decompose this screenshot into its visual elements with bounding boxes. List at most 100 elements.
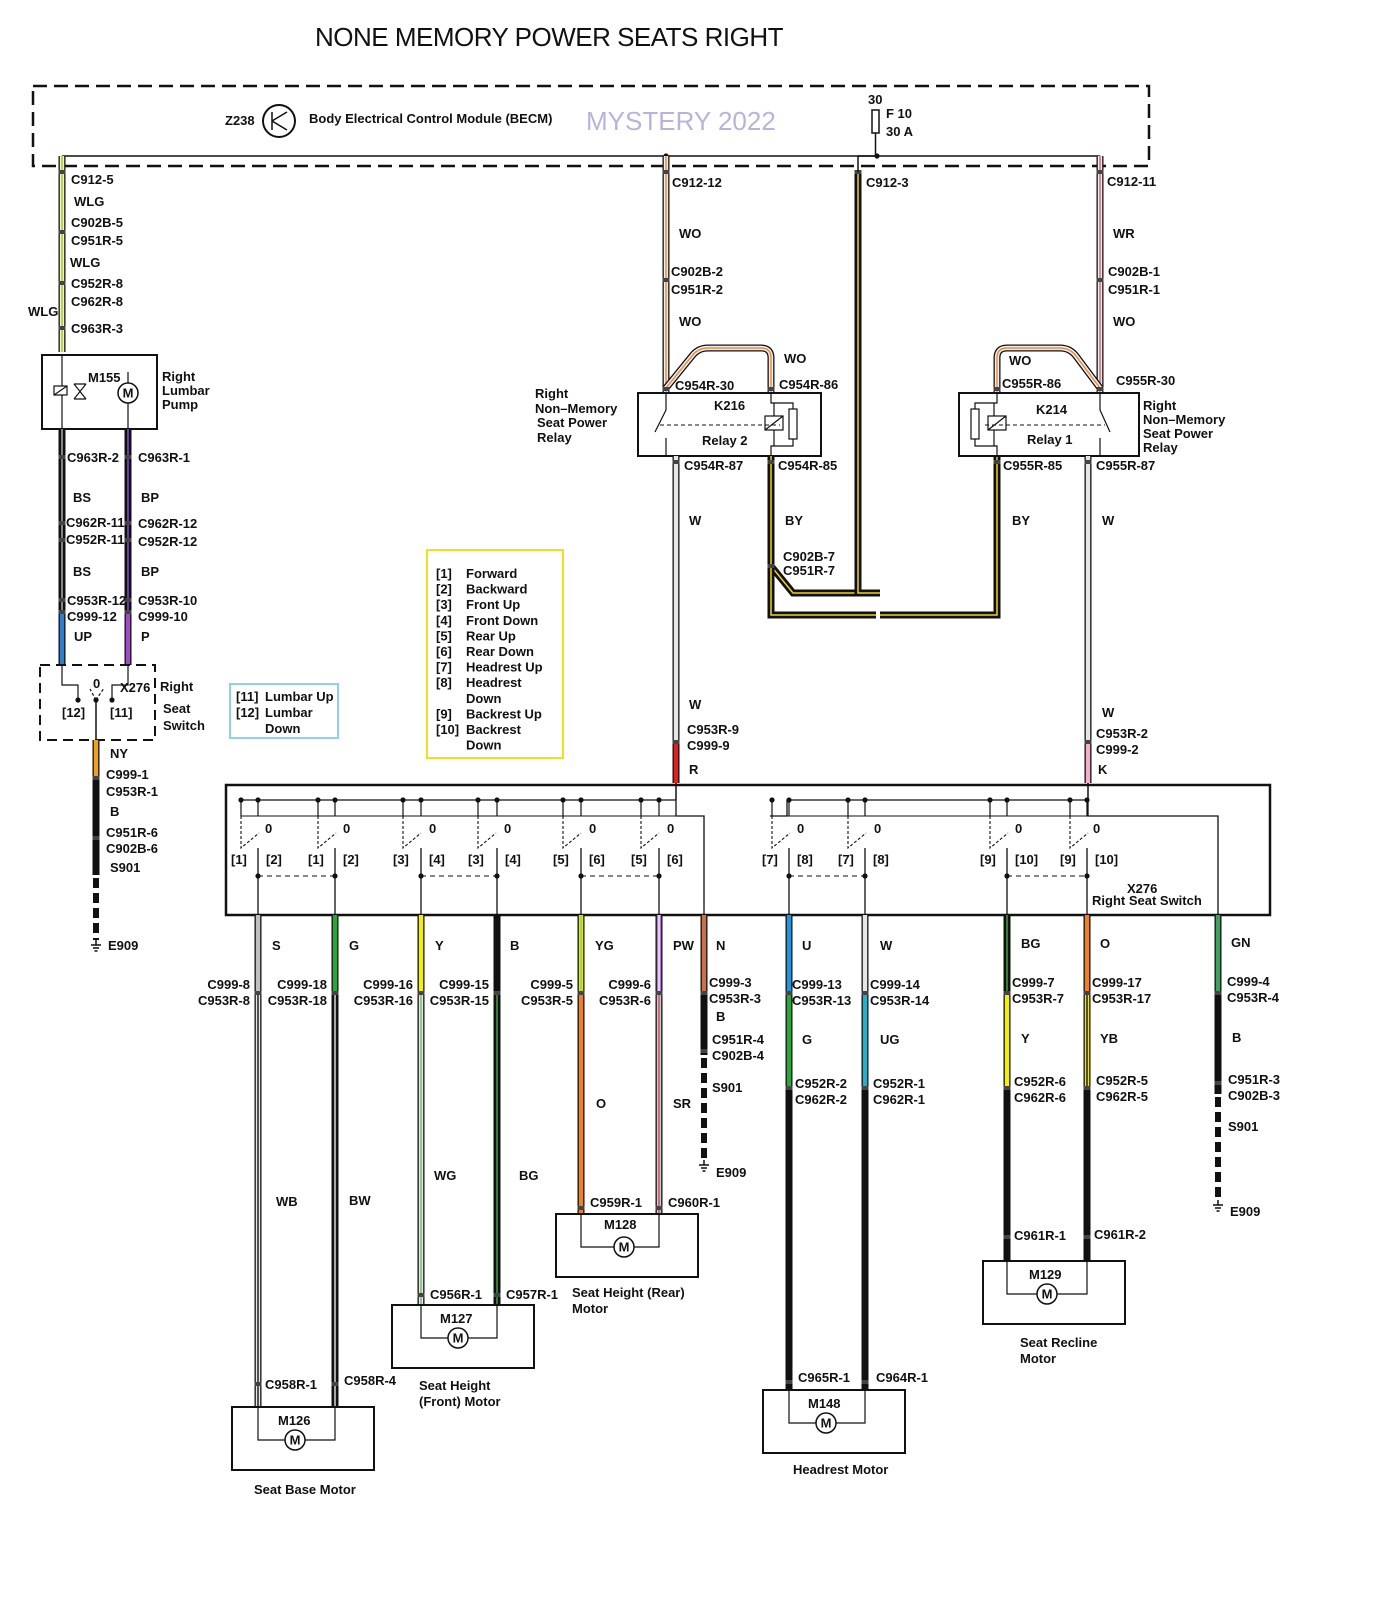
wire-label: W — [1102, 513, 1115, 528]
junction-dot — [578, 873, 584, 879]
wire-label: Y — [435, 938, 444, 953]
component-id: X276 — [120, 680, 150, 695]
legend-num: [1] — [436, 566, 452, 581]
connector-pin — [1083, 1235, 1091, 1239]
connector-pin — [493, 1293, 501, 1297]
switch-zero: 0 — [504, 821, 511, 836]
component-label: Seat Height (Rear) — [572, 1285, 685, 1300]
relay-label: Relay — [1143, 440, 1178, 455]
component-id: M127 — [440, 1311, 473, 1326]
switch-blade — [240, 816, 337, 850]
wire-label: UP — [74, 629, 92, 644]
legend-num: [9] — [436, 706, 452, 721]
relay-label: Seat Power — [537, 415, 607, 430]
connector-label: C902B-3 — [1228, 1088, 1280, 1103]
connector-label: C951R-3 — [1228, 1072, 1280, 1087]
motor-letter: M — [290, 1433, 301, 1448]
wire-label: PW — [673, 938, 695, 953]
connector-pin — [861, 1086, 869, 1090]
connector-pin — [662, 387, 670, 391]
connector-label: C953R-8 — [198, 993, 250, 1008]
connector-pin — [577, 1206, 585, 1210]
connector-pin — [1003, 1235, 1011, 1239]
connector-pin — [1003, 1086, 1011, 1090]
component-label: Switch — [163, 718, 205, 733]
switch-zero: 0 — [93, 676, 100, 691]
lumbar-pump-box — [41, 354, 158, 430]
connector-pin — [124, 610, 132, 614]
junction-dot — [75, 697, 81, 703]
connector-pin — [1084, 460, 1092, 464]
fuse-terminal: 30 — [868, 92, 882, 107]
junction-dot — [1004, 873, 1010, 879]
switch-pos: [2] — [343, 852, 359, 867]
legend-num: [4] — [436, 613, 452, 628]
wire-label: B — [110, 804, 119, 819]
legend-text: Down — [265, 721, 300, 736]
switch-zero: 0 — [343, 821, 350, 836]
connector-pin — [58, 455, 66, 459]
junction-dot — [1084, 873, 1090, 879]
wire-label: O — [1100, 936, 1110, 951]
switch-return-right — [1087, 800, 1219, 915]
transistor-icon — [262, 104, 296, 138]
connector-label: C955R-30 — [1116, 373, 1175, 388]
wire-label: O — [596, 1096, 606, 1111]
page-title: NONE MEMORY POWER SEATS RIGHT — [315, 22, 784, 52]
connector-label: C999-3 — [709, 975, 752, 990]
motor-letter: M — [453, 1331, 464, 1346]
connector-label: C953R-18 — [268, 993, 327, 1008]
switch-pos: [3] — [393, 852, 409, 867]
relay-label: Seat Power — [1143, 426, 1213, 441]
connector-pin — [1083, 1086, 1091, 1090]
connector-pin — [785, 1380, 793, 1384]
component-label: Relay 1 — [1027, 432, 1073, 447]
connector-label: C951R-2 — [671, 282, 723, 297]
connector-pin — [58, 281, 66, 285]
wire-label: P — [141, 629, 150, 644]
connector-label: C999-18 — [277, 977, 327, 992]
legend-num: [10] — [436, 722, 459, 737]
connector-pin — [58, 230, 66, 234]
connector-label: C962R-12 — [138, 516, 197, 531]
component-id: M129 — [1029, 1267, 1062, 1282]
legend-text: Backward — [466, 582, 527, 597]
connector-label: C962R-5 — [1096, 1089, 1148, 1104]
relay-wiring — [974, 393, 998, 456]
connector-label: C963R-1 — [138, 450, 190, 465]
connector-label: C951R-7 — [783, 563, 835, 578]
connector-pin — [767, 387, 775, 391]
connector-label: C999-17 — [1092, 975, 1142, 990]
switch-zero: 0 — [667, 821, 674, 836]
wire-label: WO — [679, 226, 701, 241]
connector-label: C953R-13 — [792, 993, 851, 1008]
component-label: Motor — [1020, 1351, 1056, 1366]
motor-wiring — [1006, 1261, 1088, 1295]
motor-m127 — [447, 1327, 469, 1349]
connector-label: C955R-85 — [1003, 458, 1062, 473]
connector-label: C952R-2 — [795, 1076, 847, 1091]
legend-text: Down — [466, 738, 501, 753]
wire-label: G — [802, 1032, 812, 1047]
component-id: M126 — [278, 1413, 311, 1428]
ground-label: E909 — [1230, 1204, 1260, 1219]
component-id: K216 — [714, 398, 745, 413]
legend-num: [8] — [436, 675, 452, 690]
switch-pos: [6] — [667, 852, 683, 867]
legend-num: [5] — [436, 628, 452, 643]
wire-label: WO — [1113, 314, 1135, 329]
legend-text: Forward — [466, 566, 517, 581]
component-id: M155 — [88, 370, 121, 385]
wire-label: WLG — [28, 304, 58, 319]
watermark: MYSTERY 2022 — [586, 106, 776, 136]
connector-label: C999-6 — [608, 977, 651, 992]
connector-label: C954R-86 — [779, 377, 838, 392]
splice-label: S901 — [110, 860, 140, 875]
connector-pin — [124, 538, 132, 542]
valve-icon — [53, 385, 68, 396]
connector-label: C912-11 — [1107, 174, 1156, 189]
relay-k214-box — [958, 392, 1140, 457]
wire-label: BP — [141, 490, 159, 505]
relay-label: Right — [1143, 398, 1177, 413]
switch-pos: [4] — [429, 852, 445, 867]
